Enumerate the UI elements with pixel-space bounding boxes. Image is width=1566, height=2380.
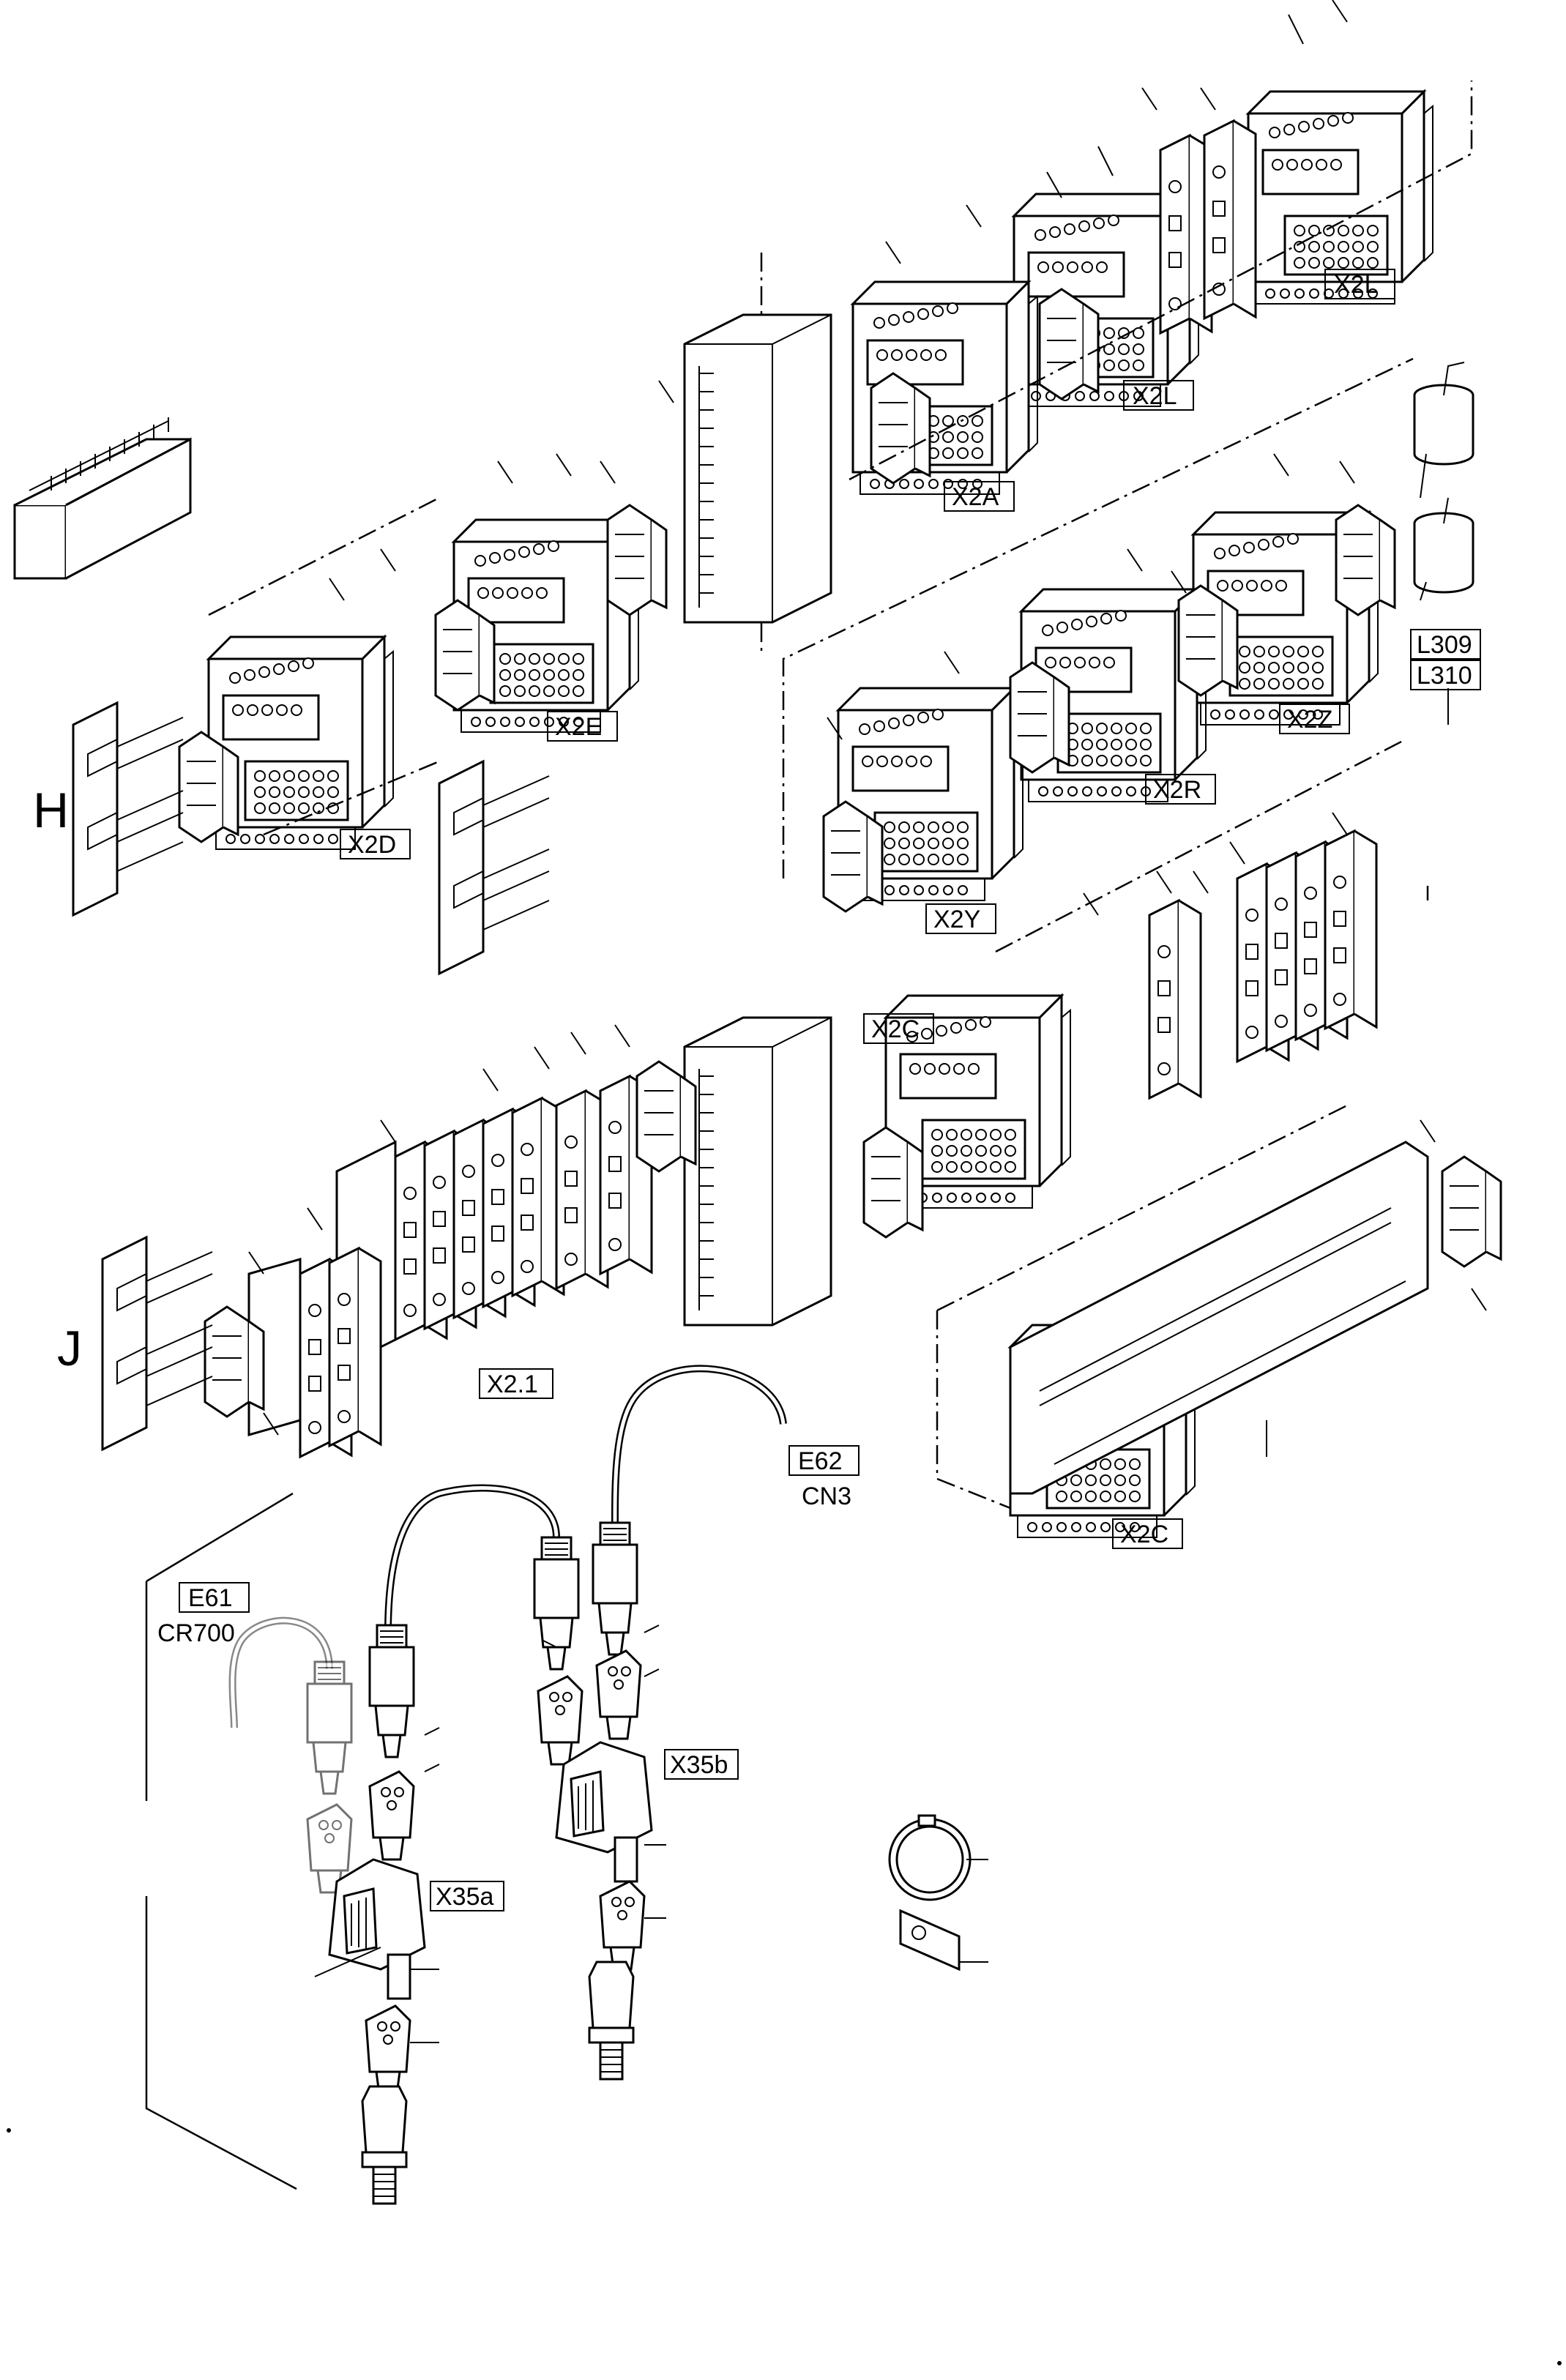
terminal-group-x2e-x2d [13,313,832,975]
connector-plug [592,1521,638,1656]
sensor-cable-assembly [145,1365,787,2205]
ferrite-choke-l309 [1413,362,1474,499]
end-clamp [1441,1155,1502,1268]
connector-plug [368,1624,415,1758]
section-label-j: J [57,1321,82,1376]
svg-text:E61: E61 [188,1584,233,1612]
label-x2r: X2R [1145,774,1216,805]
din-rail-bracket [438,760,551,975]
terminal-group-x2c-bottom [936,1104,1502,1539]
din-rail-bracket [101,1236,214,1451]
svg-text:X35a: X35a [436,1883,493,1911]
label-x2l-mid: X2L [1123,380,1194,411]
threaded-sensor [588,1961,635,2081]
connector-socket [368,1770,415,1861]
cable-duct [683,313,832,624]
connector-plug-e61 [306,1660,353,1795]
label-e62: E62 [788,1445,860,1476]
label-x2z: X2Z [1279,704,1350,734]
svg-text:X2.1: X2.1 [487,1370,538,1398]
terminal-group-x2-1 [101,1024,697,1458]
svg-text:X35b: X35b [670,1751,728,1779]
label-l309: L309 [1410,629,1481,660]
label-tag [899,1909,988,1971]
label-x2c-top: X2C [863,1013,934,1044]
svg-text:X2E: X2E [555,713,602,741]
connector-socket [365,2004,411,2095]
label-x2l-top: X2L [1324,269,1395,299]
label-x35a: X35a [430,1881,504,1911]
terminal-group-x2l-x2a [760,0,1473,652]
svg-text:X2L: X2L [1133,382,1177,410]
terminal-group-x2z-x2y [782,357,1474,913]
ferrite-choke-l310 [1413,497,1474,601]
connector-socket [537,1675,583,1766]
end-clamp [1335,504,1396,616]
terminal-module [1148,899,1202,1100]
terminal-module-stack-small [247,1247,382,1458]
section-label-h: H [33,783,69,838]
connector-socket [595,1649,642,1740]
connector-housing-x35a [328,1858,426,2000]
svg-text:X2D: X2D [348,831,396,859]
terminal-module-stack [1236,829,1378,1063]
svg-text:X2Z: X2Z [1287,706,1332,734]
cable-duct-small [13,417,192,580]
svg-text:E62: E62 [798,1447,843,1475]
svg-text:X2A: X2A [952,483,999,511]
label-x2e: X2E [547,711,618,742]
svg-text:L309: L309 [1417,631,1472,659]
label-l310: L310 [1410,660,1481,690]
label-x2y: X2Y [925,903,996,934]
din-rail-bracket [72,701,184,917]
label-x2a: X2A [944,481,1015,512]
terminal-group-x2c-top [683,738,1429,1327]
svg-text:X2Y: X2Y [933,906,980,933]
connector-housing-x35b [555,1741,653,1883]
svg-text:X2L: X2L [1334,271,1379,299]
label-x35b: X35b [664,1749,739,1780]
svg-text:L310: L310 [1417,662,1472,690]
svg-text:X2C: X2C [871,1015,920,1043]
connector-plug [533,1536,580,1671]
label-x2d: X2D [340,829,411,859]
threaded-sensor [361,2085,408,2205]
label-cr700: CR700 [157,1619,235,1647]
label-cn3: CN3 [802,1482,851,1510]
cable-duct [683,1016,832,1327]
label-x2-1: X2.1 [479,1368,553,1399]
label-x2c-bottom: X2C [1112,1518,1183,1549]
label-e61: E61 [179,1582,250,1613]
svg-text:X2R: X2R [1153,776,1201,804]
connector-socket [599,1880,646,1971]
cable-tie [888,1814,988,1901]
end-clamp [606,504,668,616]
svg-text:X2C: X2C [1120,1521,1168,1548]
